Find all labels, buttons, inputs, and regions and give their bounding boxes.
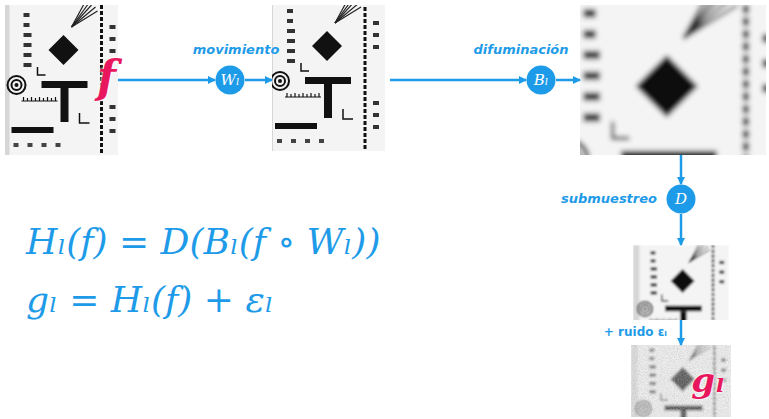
noisy-chart — [631, 342, 731, 419]
shifted-chart — [265, 1, 385, 151]
image-frame: f — [5, 5, 118, 155]
formula-line: gₗ = Hₗ(f) + εₗ — [26, 280, 273, 320]
operation-name: movimiento — [193, 42, 280, 58]
image-frame: gₗ — [631, 345, 731, 417]
flow-arrow — [680, 214, 683, 245]
circle-fill — [527, 66, 556, 95]
edge-label: + ruido εₗ — [602, 325, 669, 339]
operator-symbol: Wₗ — [215, 65, 245, 95]
image-frame — [272, 5, 390, 155]
flow-arrow — [390, 79, 526, 82]
operator-circle: submuestreoD — [666, 184, 696, 214]
operator-circle: difuminaciónBₗ — [526, 65, 556, 95]
circle-fill — [667, 185, 696, 214]
sharp-chart — [2, 5, 122, 155]
operation-name: difuminación — [473, 42, 568, 58]
image-symbol: f — [97, 55, 116, 99]
operator-symbol: D — [666, 184, 696, 214]
operator-symbol: Bₗ — [526, 65, 556, 95]
flow-arrow — [556, 79, 580, 82]
flow-arrow — [680, 155, 683, 184]
operator-circle: movimientoWₗ — [215, 65, 245, 95]
operation-name: submuestreo — [561, 191, 657, 207]
image-frame — [580, 5, 766, 155]
flow-arrow — [118, 79, 215, 82]
flow-arrow — [245, 79, 272, 82]
image-frame — [633, 245, 729, 320]
image-symbol: gₗ — [691, 363, 725, 397]
flow-arrow — [680, 320, 683, 345]
circle-fill — [216, 66, 245, 95]
formula-line: Hₗ(f) = D(Bₗ(f ∘ Wₗ)) — [26, 222, 380, 262]
